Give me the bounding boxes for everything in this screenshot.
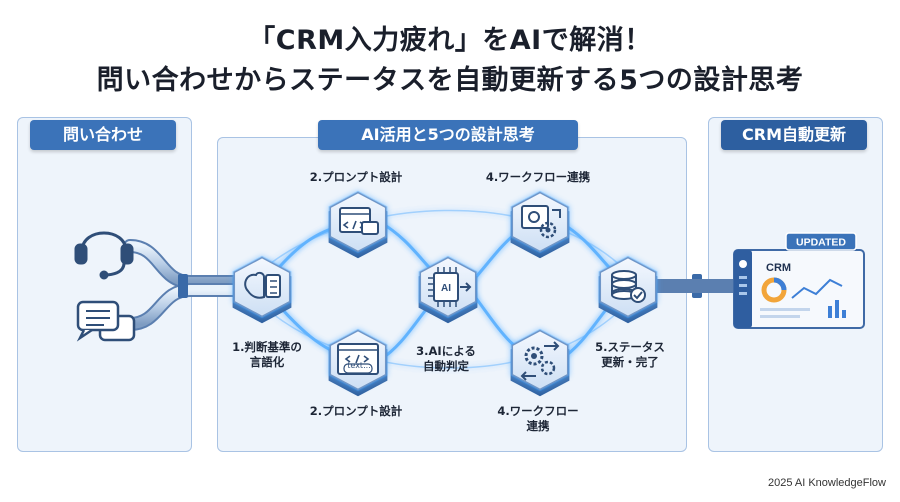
updated-badge xyxy=(785,232,857,251)
ai-design-panel-header: AI活用と5つの設計思考 xyxy=(318,120,578,150)
code-text-window-icon xyxy=(337,343,379,375)
gears-arrows-icon xyxy=(520,341,560,381)
crm-update-panel-header: CRM自動更新 xyxy=(721,120,867,150)
step-node-5 xyxy=(510,190,570,259)
step-3-label: 3.AIによる自動判定 xyxy=(416,344,476,373)
step-2-bottom-label: 2.プロンプト設計 xyxy=(309,404,403,418)
inquiry-panel xyxy=(17,117,192,452)
database-check-icon xyxy=(611,270,646,303)
step-1-label: 1.判断基準の言語化 xyxy=(232,340,302,369)
code-snippet-text: text... xyxy=(347,361,371,370)
step-5-label: 5.ステータス更新・完了 xyxy=(595,340,665,369)
step-node-6 xyxy=(510,328,570,397)
crm-window-title: CRM xyxy=(766,262,791,274)
page-subtitle: 問い合わせからステータスを自動更新する5つの設計思考 xyxy=(96,65,804,96)
step-4-bottom-label: 4.ワークフロー連携 xyxy=(497,404,579,433)
brain-checklist-icon xyxy=(244,271,281,299)
page-title: 「CRM入力疲れ」をAIで解消！ xyxy=(248,25,652,56)
chat-bubble-icon xyxy=(76,300,136,342)
crm-window xyxy=(733,249,865,329)
credit-text: 2025 AI KnowledgeFlow xyxy=(767,477,886,489)
step-4-top-label: 4.ワークフロー連携 xyxy=(485,170,591,184)
headset-icon xyxy=(74,231,134,280)
inquiry-panel-header: 問い合わせ xyxy=(30,120,176,150)
ai-chip-icon: AI xyxy=(428,267,472,307)
updated-badge-label: UPDATED xyxy=(796,237,846,249)
workflow-gears-icon xyxy=(521,205,561,239)
step-node-2 xyxy=(328,190,388,259)
step-node-3 xyxy=(328,328,388,397)
step-2-top-label: 2.プロンプト設計 xyxy=(309,170,403,184)
svg-text:AI: AI xyxy=(441,283,451,294)
step-node-1 xyxy=(232,255,292,324)
code-window-icon xyxy=(339,207,379,235)
step-node-7 xyxy=(598,255,658,324)
step-node-4: AI xyxy=(418,255,478,324)
